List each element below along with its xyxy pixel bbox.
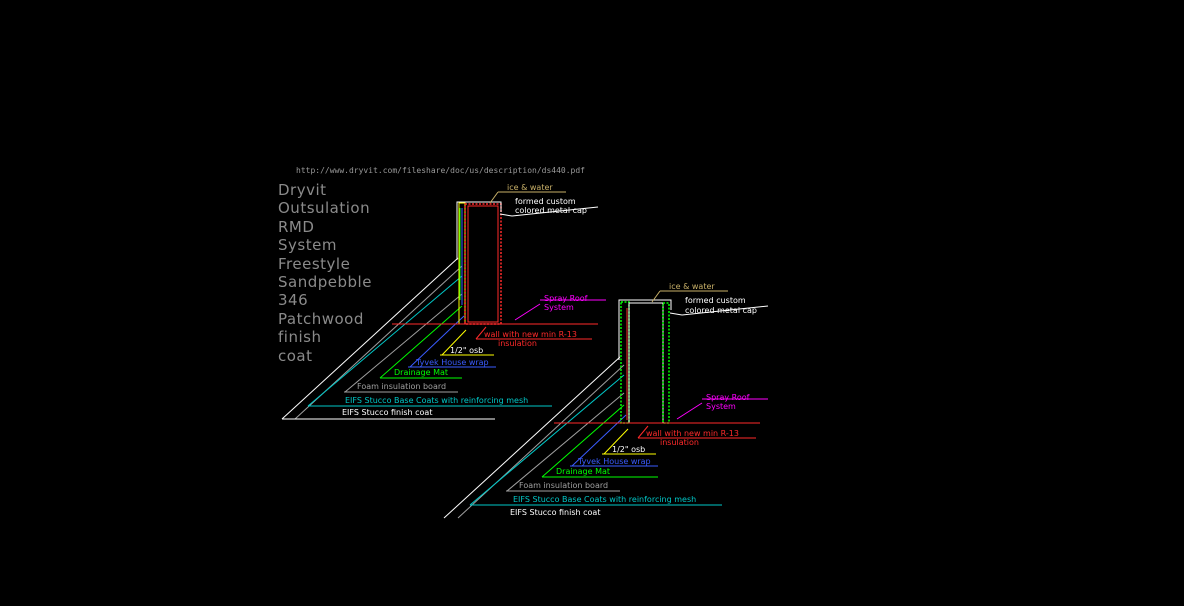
roof-slope-line: [506, 392, 625, 492]
label-tyvek: Tyvek House wrap: [415, 358, 489, 367]
roof-slope-line: [443, 356, 621, 519]
title-block: Dryvit Outsulation RMD System Freestyle …: [278, 181, 372, 365]
label-wall-1: wall with new min R-13: [646, 429, 739, 438]
leader-wall-arrow: [475, 326, 487, 340]
parapet-foam: [620, 301, 630, 424]
label-cap-1: formed custom: [685, 296, 746, 305]
title-line-3: RMD: [278, 218, 314, 236]
label-spray-2: System: [706, 402, 736, 411]
leader-spray-arrow: [514, 303, 541, 321]
roof-slope-line: [603, 428, 629, 455]
label-finish-coat: EIFS Stucco finish coat: [342, 408, 432, 417]
roof-slope-line: [281, 257, 459, 420]
label-tyvek: Tyvek House wrap: [577, 457, 651, 466]
label-ice-water: ice & water: [507, 183, 553, 192]
label-base-coat: EIFS Stucco Base Coats with reinforcing …: [513, 495, 696, 504]
label-spray-1: Spray Roof: [544, 294, 588, 303]
label-foam: Foam insulation board: [519, 481, 608, 490]
title-line-6: Sandpebble: [278, 273, 372, 291]
label-cap-2: colored metal cap: [685, 306, 757, 315]
label-osb: 1/2" osb: [450, 346, 483, 355]
label-drainage: Drainage Mat: [556, 467, 610, 476]
leader-spray-arrow: [676, 402, 703, 420]
label-ice-water: ice & water: [669, 282, 715, 291]
title-line-2: Outsulation: [278, 199, 370, 217]
label-drainage: Drainage Mat: [394, 368, 448, 377]
leader-cap-arrow: [669, 312, 683, 316]
parapet-stud: [628, 302, 664, 424]
label-wall-2: insulation: [660, 438, 699, 447]
metal-cap: [456, 201, 502, 260]
roof-slope-line: [541, 404, 625, 478]
label-spray-2: System: [544, 303, 574, 312]
roof-slope-line: [344, 293, 463, 393]
leader-ice-arrow: [651, 290, 661, 303]
metal-cap: [618, 299, 672, 360]
title-line-10: coat: [278, 347, 313, 365]
roof-slope-line: [379, 305, 463, 379]
leader-cap-arrow: [499, 213, 513, 217]
label-osb: 1/2" osb: [612, 445, 645, 454]
parapet-stud: [467, 205, 499, 323]
label-spray-1: Spray Roof: [706, 393, 750, 402]
parapet-insulation: [464, 203, 502, 325]
leader-cap: [681, 305, 769, 316]
label-wall-1: wall with new min R-13: [484, 330, 577, 339]
title-line-4: System: [278, 236, 337, 254]
title-line-5: Freestyle: [278, 255, 350, 273]
title-line-8: Patchwood: [278, 310, 364, 328]
roof-slope-line: [457, 364, 625, 519]
source-url: http://www.dryvit.com/fileshare/doc/us/d…: [296, 166, 585, 175]
label-foam: Foam insulation board: [357, 382, 446, 391]
label-base-coat: EIFS Stucco Base Coats with reinforcing …: [345, 396, 528, 405]
roof-slope-line: [441, 329, 467, 356]
roof-slope-line: [307, 275, 463, 407]
leader-cap: [511, 206, 599, 217]
title-line-9: finish: [278, 328, 321, 346]
parapet-detail-right: ice & water formed custom colored metal …: [443, 282, 769, 519]
label-cap-1: formed custom: [515, 197, 576, 206]
roof-slope-line: [469, 374, 625, 506]
title-line-7: 346: [278, 291, 308, 309]
leader-wall-arrow: [637, 425, 649, 439]
leader-ice-arrow: [489, 191, 499, 204]
title-line-1: Dryvit: [278, 181, 327, 199]
label-cap-2: colored metal cap: [515, 206, 587, 215]
label-finish-coat: EIFS Stucco finish coat: [510, 508, 600, 517]
parapet-foam-inner: [662, 302, 670, 424]
parapet-detail-left: ice & water formed custom colored metal …: [281, 183, 606, 420]
label-wall-2: insulation: [498, 339, 537, 348]
